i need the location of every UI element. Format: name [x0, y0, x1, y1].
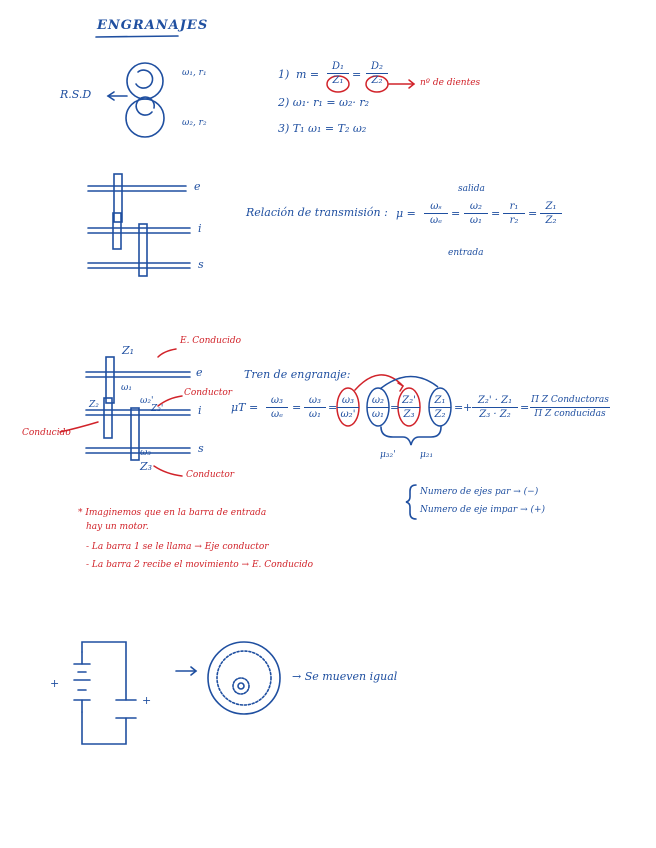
- eq1-equals: =: [352, 68, 361, 81]
- equals-sign: =: [292, 401, 301, 414]
- shaft-s-label: s: [198, 258, 204, 271]
- tren-label: Tren de engranaje:: [244, 368, 350, 381]
- par-rule: Numero de ejes par → (−): [420, 487, 538, 497]
- gear-bar-z1: [106, 357, 114, 403]
- same-motion-note: → Se mueven igual: [292, 670, 397, 683]
- shaft-i-label: i: [198, 222, 202, 235]
- w3-label: ω₃: [140, 448, 151, 458]
- shaft-e3-label: e: [196, 366, 203, 379]
- e-conducido-label: E. Conducido: [180, 336, 241, 346]
- mu32-label: μ₃₂': [380, 450, 396, 460]
- mu-t: μT =: [231, 401, 258, 414]
- conductor-label: Conductor: [184, 388, 232, 398]
- plus-left: +: [50, 677, 59, 690]
- z1-label: Z₁: [122, 344, 134, 357]
- mu-t-frac-e: Z₂'Z₃: [398, 394, 420, 421]
- shaft-s3-label: s: [198, 442, 204, 455]
- gear-1: [127, 63, 163, 99]
- conducido-left-label: Conducido: [22, 428, 71, 438]
- page-title: ENGRANAJES: [97, 18, 208, 33]
- pinion: [233, 678, 249, 694]
- gear-2: [126, 99, 164, 137]
- w1-label: ω₁: [121, 383, 132, 393]
- gear-bar-z2: [104, 398, 112, 438]
- conductor-bottom-label: Conductor: [186, 470, 234, 480]
- shaft-e-label: e: [194, 180, 201, 193]
- impar-rule: Numero de eje impar → (+): [420, 505, 545, 515]
- note-1: * Imaginemos que en la barra de entrada: [78, 508, 266, 518]
- note-3: - La barra 2 recibe el movimiento → E. C…: [86, 560, 313, 570]
- mu-symbol: μ =: [396, 207, 416, 220]
- plus-right: +: [142, 694, 151, 707]
- z3-label: Z₃: [140, 460, 152, 473]
- eq1-m: m =: [296, 68, 319, 81]
- rotation-arrow-1: [136, 70, 153, 88]
- z2-label: Z₂: [89, 400, 99, 410]
- w2r2-label: ω₂, r₂: [182, 118, 207, 128]
- equals-sign: =: [528, 207, 537, 220]
- w1r1-label: ω₁, r₁: [182, 68, 207, 78]
- note-2: - La barra 1 se le llama → Eje conductor: [86, 542, 269, 552]
- shaft-i3-label: i: [198, 404, 202, 417]
- teeth-count-note: nº de dientes: [420, 78, 480, 88]
- equals-sign: =: [520, 401, 529, 414]
- eq2: 2) ω₁· r₁ = ω₂· r₂: [278, 96, 369, 109]
- plus-sign: +: [463, 401, 472, 414]
- equals-sign: =: [328, 401, 337, 414]
- equals-sign: =: [451, 207, 460, 220]
- z2p-label: Z₂': [151, 404, 163, 414]
- equals-sign: =: [454, 401, 463, 414]
- note-1b: hay un motor.: [86, 522, 149, 532]
- equals-sign: =: [491, 207, 500, 220]
- mu21-label: μ₂₁: [420, 450, 433, 460]
- rsd-label: R.S.D: [60, 88, 91, 101]
- salida-label: salida: [458, 184, 485, 194]
- rotation-arrow-2: [136, 97, 154, 115]
- eq3: 3) T₁ ω₁ = T₂ ω₂: [278, 122, 366, 135]
- entrada-label: entrada: [448, 248, 484, 258]
- relacion-label: Relación de transmisión :: [246, 206, 388, 219]
- eq1-prefix: 1): [278, 68, 289, 81]
- title-underline: [96, 36, 178, 37]
